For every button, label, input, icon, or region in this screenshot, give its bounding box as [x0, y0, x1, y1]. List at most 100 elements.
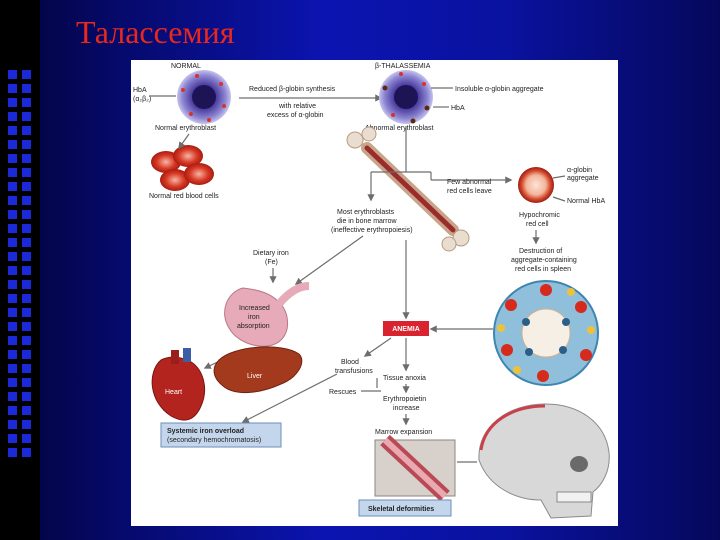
relative-excess-line2: excess of α-globin	[267, 112, 324, 119]
reduced-synthesis-label: Reduced β-globin synthesis	[249, 86, 336, 93]
edge-square	[22, 350, 31, 359]
liver-label: Liver	[247, 373, 263, 380]
normal-red-blood-cells	[151, 145, 214, 191]
edge-square	[8, 98, 17, 107]
normal-erythroblast-label: Normal erythroblast	[155, 125, 216, 132]
edge-square	[8, 392, 17, 401]
hypochromic-line2: red cell	[526, 221, 549, 228]
edge-square	[22, 238, 31, 247]
heart-label: Heart	[165, 389, 182, 396]
edge-square	[8, 168, 17, 177]
epo-line2: increase	[393, 405, 420, 412]
most-erythroblasts-line1: Most erythroblasts	[337, 209, 395, 216]
edge-square	[22, 126, 31, 135]
systemic-iron-line2: (secondary hemochromatosis)	[167, 437, 261, 444]
rescues-label: Rescues	[329, 389, 357, 396]
edge-square	[22, 112, 31, 121]
normal-header: NORMAL	[171, 63, 201, 70]
edge-square	[22, 308, 31, 317]
edge-square	[22, 434, 31, 443]
abnormal-erythroblast-label: Abnormal erythroblast	[365, 125, 434, 132]
edge-square	[8, 252, 17, 261]
insoluble-aggregate-label: Insoluble α-globin aggregate	[455, 86, 544, 93]
edge-square	[8, 294, 17, 303]
few-abnormal-line2: red cells leave	[447, 188, 492, 195]
heart	[151, 348, 205, 421]
anemia-box	[383, 321, 429, 336]
edge-square	[22, 448, 31, 457]
edge-square	[8, 322, 17, 331]
systemic-iron-line1: Systemic iron overload	[167, 428, 244, 435]
blood-transfusions-line2: transfusions	[335, 368, 373, 375]
edge-square	[22, 280, 31, 289]
systemic-iron-box	[160, 422, 282, 448]
edge-square	[8, 308, 17, 317]
alpha-aggregate-line1: α-globin	[567, 167, 592, 174]
edge-square	[22, 322, 31, 331]
edge-square	[22, 196, 31, 205]
edge-square	[8, 434, 17, 443]
edge-square	[8, 238, 17, 247]
edge-square	[22, 168, 31, 177]
dietary-iron-line1: Dietary iron	[253, 250, 289, 257]
edge-square	[8, 280, 17, 289]
increased-iron-line1: Increased	[239, 305, 270, 312]
edge-square	[8, 84, 17, 93]
blood-transfusions-line1: Blood	[341, 359, 359, 366]
hba-right-label: HbA	[451, 105, 465, 112]
edge-square	[8, 70, 17, 79]
edge-square	[22, 364, 31, 373]
hba-label-line1: HbA	[133, 87, 147, 94]
edge-square	[22, 98, 31, 107]
expanded-marrow-bone	[374, 434, 456, 502]
edge-square	[22, 266, 31, 275]
hypochromic-red-cell	[518, 167, 554, 203]
edge-square	[8, 210, 17, 219]
edge-square	[8, 196, 17, 205]
edge-square	[22, 182, 31, 191]
edge-square	[22, 392, 31, 401]
edge-square	[22, 378, 31, 387]
edge-square	[22, 210, 31, 219]
spleen-cross-section	[493, 280, 599, 386]
liver	[213, 346, 303, 393]
alpha-aggregate-line2: aggregate	[567, 175, 599, 182]
marrow-expansion-label: Marrow expansion	[375, 429, 432, 436]
edge-square	[22, 224, 31, 233]
few-abnormal-line1: Few abnormal	[447, 179, 492, 186]
edge-square	[22, 336, 31, 345]
edge-square	[8, 224, 17, 233]
skeletal-deformities-label: Skeletal deformities	[368, 506, 434, 513]
destruction-line2: aggregate-containing	[511, 257, 577, 264]
dietary-iron-line2: (Fe)	[265, 259, 278, 266]
abnormal-erythroblast-cell	[379, 70, 433, 124]
edge-square	[8, 448, 17, 457]
edge-square	[8, 378, 17, 387]
edge-square	[8, 420, 17, 429]
relative-excess-line1: with relative	[278, 103, 316, 110]
edge-square	[8, 126, 17, 135]
increased-iron-line2: iron	[248, 314, 260, 321]
edge-square	[22, 84, 31, 93]
thal-header: β-THALASSEMIA	[375, 63, 431, 70]
normal-rbc-label: Normal red blood cells	[149, 193, 219, 200]
normal-erythroblast-cell	[177, 70, 231, 124]
epo-line1: Erythropoietin	[383, 396, 426, 403]
thalassemia-pathophysiology-diagram: NORMAL β-THALASSEMIA HbA (α₂β₂) Normal e…	[133, 63, 610, 519]
diagram-panel: NORMAL β-THALASSEMIA HbA (α₂β₂) Normal e…	[131, 60, 618, 526]
edge-square	[8, 154, 17, 163]
edge-square	[22, 140, 31, 149]
skeletal-deformities-box	[358, 499, 452, 517]
edge-square	[22, 252, 31, 261]
edge-square	[8, 406, 17, 415]
anemia-label: ANEMIA	[392, 326, 420, 333]
hba-label-line2: (α₂β₂)	[133, 96, 151, 103]
destruction-line1: Destruction of	[519, 248, 562, 255]
edge-square	[8, 336, 17, 345]
edge-square	[8, 266, 17, 275]
destruction-line3: red cells in spleen	[515, 266, 571, 273]
edge-square	[22, 294, 31, 303]
edge-square	[22, 420, 31, 429]
edge-square	[8, 182, 17, 191]
hypochromic-line1: Hypochromic	[519, 212, 560, 219]
